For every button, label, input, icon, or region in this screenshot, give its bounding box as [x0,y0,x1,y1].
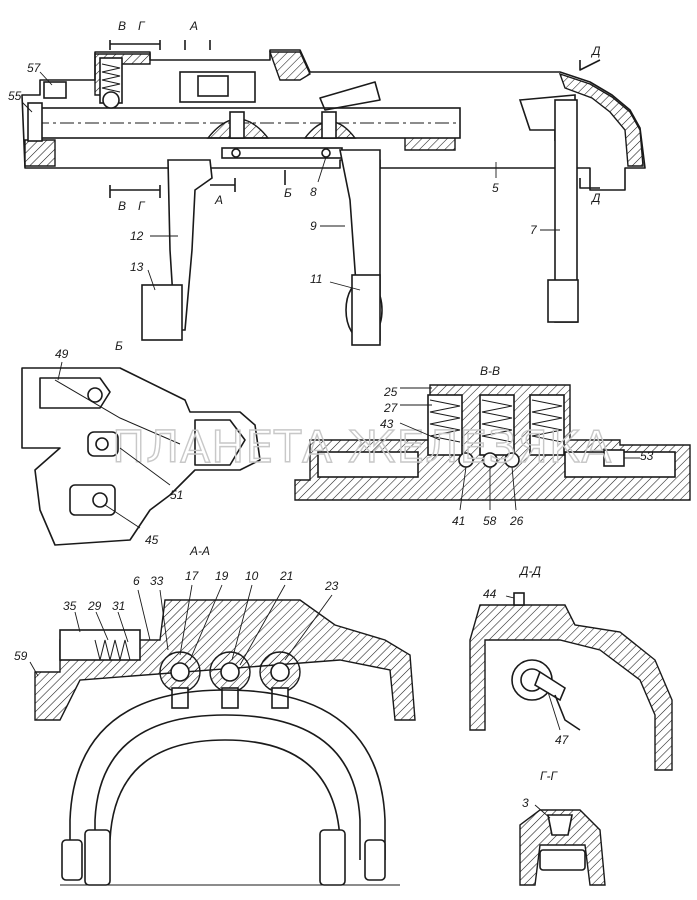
callout-33: 33 [150,574,164,588]
cut-mark-b: Б [284,186,292,200]
callout-12: 12 [130,229,144,243]
section-dd [469,592,673,771]
cut-mark-d-bottom: Д [590,191,601,205]
callout-10: 10 [245,569,259,583]
section-gg [519,809,606,886]
callout-29: 29 [87,599,102,613]
callout-45: 45 [145,533,159,547]
main-view [21,40,646,346]
section-title-gg: Г-Г [540,769,559,783]
cut-mark-g-top: Г [138,19,146,33]
section-vv [294,384,691,501]
callout-49: 49 [55,347,69,361]
callout-53: 53 [640,449,654,463]
cut-mark-v-top: В [118,19,126,33]
callout-21: 21 [279,569,293,583]
callout-6: 6 [133,574,140,588]
view-b [21,367,261,546]
callout-17: 17 [185,569,200,583]
callout-57: 57 [27,61,42,75]
callout-7: 7 [530,223,538,237]
callout-11: 11 [310,272,322,286]
cut-mark-a-top: А [189,19,198,33]
callout-3: 3 [522,796,529,810]
cut-mark-d-top: Д [590,44,601,58]
section-title-b: Б [115,339,123,353]
callout-27: 27 [383,401,399,415]
section-aa [34,599,416,886]
callout-35: 35 [63,599,77,613]
callout-9: 9 [310,219,317,233]
cut-mark-g-bottom: Г [138,199,146,213]
section-title-dd: Д-Д [518,564,541,578]
callout-44: 44 [483,587,497,601]
callout-23: 23 [324,579,339,593]
callout-26: 26 [509,514,524,528]
callout-25: 25 [383,385,398,399]
callout-13: 13 [130,260,144,274]
callout-55: 55 [8,89,22,103]
section-title-vv: В-В [480,364,500,378]
section-title-aa: А-А [189,544,210,558]
callout-43: 43 [380,417,394,431]
callout-31: 31 [112,599,125,613]
callouts: 57 55 8 5 12 9 7 13 11 49 51 45 25 27 43… [8,61,654,819]
cut-mark-v-bottom: В [118,199,126,213]
watermark-text: ПЛАНЕТА ЖЕЛЕЗЯКА [112,422,612,473]
callout-51: 51 [170,488,183,502]
callout-5: 5 [492,181,499,195]
callout-41: 41 [452,514,465,528]
cut-mark-a-bottom: А [214,193,223,207]
callout-58: 58 [483,514,497,528]
callout-8: 8 [310,185,317,199]
callout-19: 19 [215,569,229,583]
callout-47: 47 [555,733,570,747]
callout-59: 59 [14,649,28,663]
